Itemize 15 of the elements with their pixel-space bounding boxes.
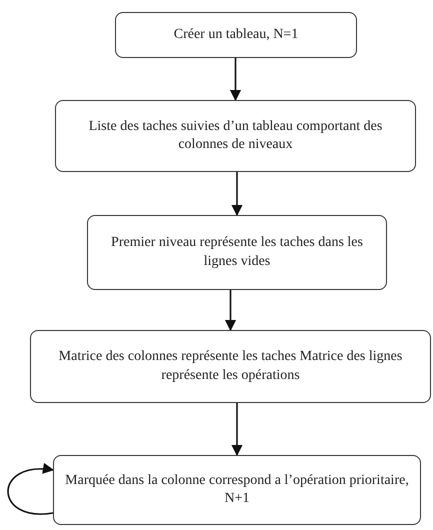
- arrow: [224, 290, 236, 332]
- process-box: [53, 455, 421, 525]
- box-text: Liste des taches suivies d’un tableau comportant des colonnes de niveaux: [88, 118, 384, 154]
- box-text: Marquée dans la colonne correspond a l’opération prioritaire, N+1: [64, 472, 410, 508]
- process-box: [87, 215, 387, 290]
- arrow: [7, 464, 54, 515]
- process-box: [55, 100, 416, 172]
- arrow: [231, 403, 243, 456]
- process-box: [115, 12, 357, 58]
- arrow: [230, 58, 242, 102]
- process-box: [30, 330, 431, 403]
- box-text: Premier niveau représente les taches dans les lignes vides: [110, 234, 364, 270]
- arrow: [231, 172, 243, 216]
- box-text: Matrice des colonnes représente les taches Matrice des lignes représente les opérations: [58, 348, 404, 384]
- box-text: Créer un tableau, N=1: [174, 26, 298, 44]
